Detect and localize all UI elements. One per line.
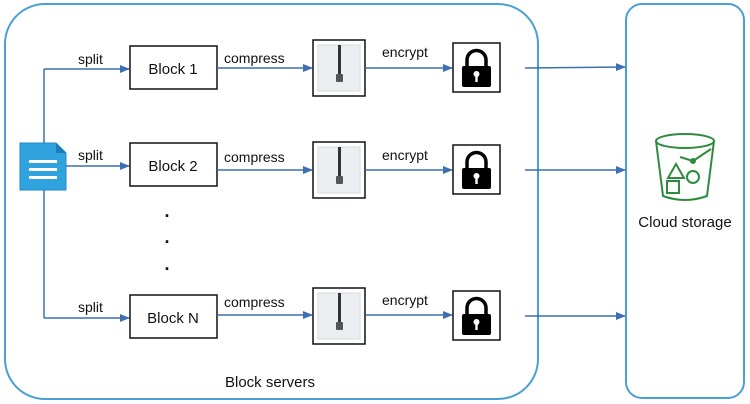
ellipsis-dot-1: . (164, 201, 169, 221)
block-box-1: Block 1 (129, 45, 218, 90)
padlock-icon (452, 144, 501, 195)
padlock-icon (452, 42, 501, 93)
split-label-1: split (78, 51, 103, 67)
block-box-n: Block N (129, 294, 218, 339)
split-label-2: split (78, 147, 103, 163)
ellipsis-dot-3: . (164, 254, 169, 274)
block-servers-label: Block servers (225, 374, 315, 391)
compress-label-n: compress (224, 294, 285, 310)
cloud-storage-container (625, 3, 745, 399)
document-icon (19, 142, 67, 191)
cloud-storage-label: Cloud storage (638, 214, 731, 231)
block-box-2: Block 2 (129, 142, 218, 187)
encrypt-label-1: encrypt (382, 44, 428, 60)
block-label-n: Block N (147, 310, 199, 327)
encrypt-label-n: encrypt (382, 292, 428, 308)
upload-arrow-1 (524, 63, 626, 72)
zip-archive-icon (312, 287, 366, 345)
zip-archive-icon (312, 39, 366, 97)
compress-label-2: compress (224, 149, 285, 165)
block-label-2: Block 2 (148, 158, 197, 175)
split-label-n: split (78, 299, 103, 315)
compress-label-1: compress (224, 50, 285, 66)
storage-bucket-icon (655, 133, 715, 201)
block-servers-container (4, 3, 539, 400)
ellipsis-dot-2: . (164, 227, 169, 247)
padlock-icon (452, 290, 501, 341)
encrypt-label-2: encrypt (382, 147, 428, 163)
zip-archive-icon (312, 141, 366, 199)
block-label-1: Block 1 (148, 61, 197, 78)
